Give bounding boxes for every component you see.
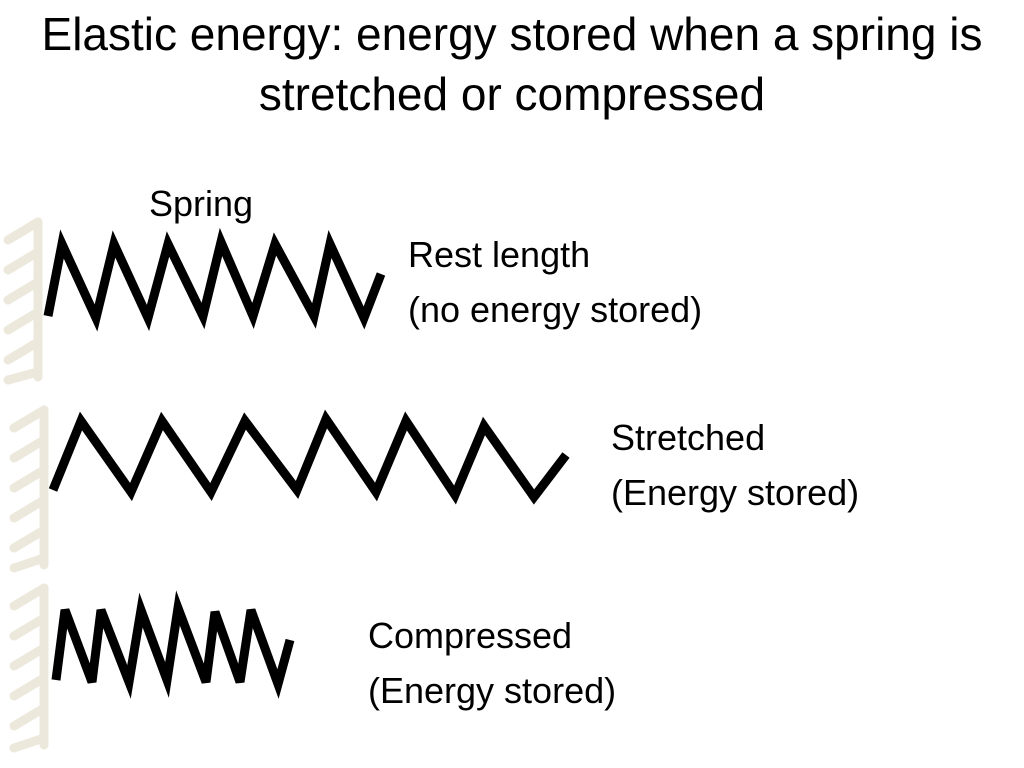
rest-length-label: Rest length (no energy stored) [408, 227, 702, 337]
spring-label: Spring [149, 183, 254, 224]
stretched-label: Stretched (Energy stored) [611, 410, 859, 520]
slide-title: Elastic energy: energy stored when a spr… [41, 8, 983, 120]
spring-compressed [51, 590, 295, 699]
compressed-note: (Energy stored) [368, 670, 617, 711]
rest-length-note: (no energy stored) [408, 289, 703, 330]
compressed-title: Compressed [368, 615, 573, 656]
compressed-label: Compressed (Energy stored) [368, 608, 616, 718]
wall-compressed [9, 583, 49, 753]
stretched-note: (Energy stored) [611, 472, 860, 513]
spring-stretched [48, 409, 570, 505]
stretched-title: Stretched [611, 417, 766, 458]
wall-rest [3, 217, 43, 385]
wall-stretched [9, 405, 49, 573]
spring-rest [43, 227, 386, 332]
rest-length-title: Rest length [408, 234, 591, 275]
